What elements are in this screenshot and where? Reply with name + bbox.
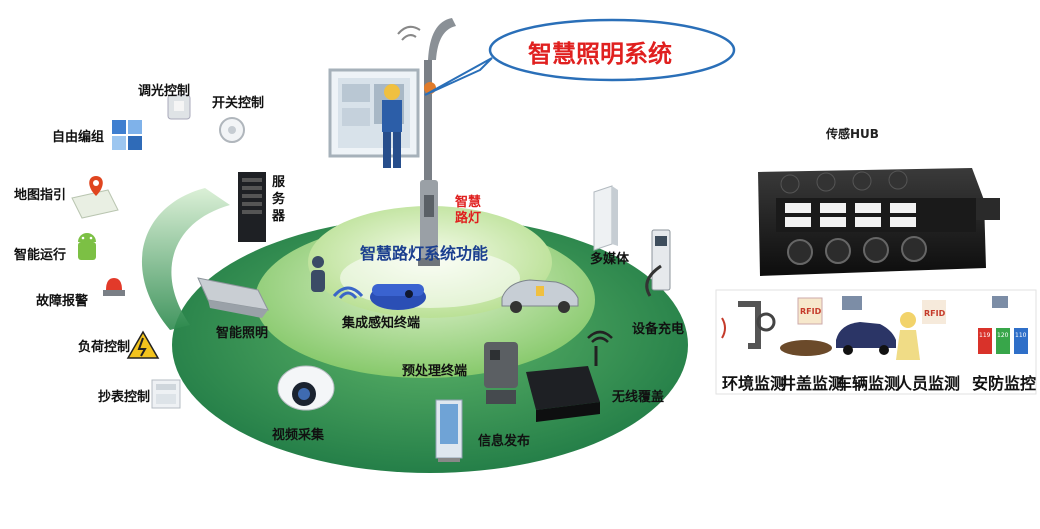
meter-reading-control-label: 抄表控制 <box>98 390 151 405</box>
server-label: 服务器 <box>272 175 286 224</box>
bubble-title: 智慧照明系统 <box>528 40 672 68</box>
switch-sensor-icon <box>219 117 245 143</box>
preprocessing-terminal-icon <box>484 342 518 404</box>
worker-icon <box>382 84 402 168</box>
charging-pile-icon <box>645 229 671 297</box>
manhole-cover-icon <box>780 297 832 356</box>
fault-alarm-label: 故障报警 <box>36 294 89 309</box>
callout-tail <box>424 57 493 96</box>
sensor-terminal-icon <box>370 284 426 310</box>
callout-bubble <box>488 18 736 82</box>
wireless-label: 无线覆盖 <box>612 390 665 405</box>
dimming-control-label: 调光控制 <box>138 84 191 99</box>
multimedia-label: 多媒体 <box>590 252 630 267</box>
info-publish-label: 信息发布 <box>478 434 531 449</box>
sensor-terminal-label: 集成感知终端 <box>342 316 421 331</box>
billboard-icon <box>328 68 420 158</box>
person-rfid-icon <box>896 300 946 360</box>
preprocessing-label: 预处理终端 <box>402 364 468 379</box>
vehicle-monitor-label: 车辆监测 <box>836 374 901 393</box>
ambulance-number: 120 <box>997 332 1009 339</box>
manhole-monitor-label: 井盖监测 <box>780 374 845 393</box>
rfid-wave-icon <box>332 286 364 299</box>
free-grouping-label: 自由编组 <box>52 130 105 145</box>
meter-panel-icon <box>151 379 181 409</box>
map-guide-label: 地图指引 <box>14 188 67 203</box>
alarm-light-icon <box>103 278 125 296</box>
android-icon <box>78 233 96 260</box>
device-charging-label: 设备充电 <box>632 322 685 337</box>
hub-title: 传感HUB <box>826 127 879 141</box>
grouping-cubes-icon <box>112 120 142 150</box>
emergency-phones-icon <box>978 296 1028 354</box>
smart-lighting-label: 智能照明 <box>216 326 269 341</box>
street-lamp-icon <box>418 18 456 266</box>
police-number: 110 <box>1015 332 1027 339</box>
switch-control-label: 开关控制 <box>212 96 265 111</box>
rfid-badge-manhole: RFID <box>800 307 822 316</box>
fire-number: 119 <box>979 332 991 339</box>
environment-monitor-label: 环境监测 <box>722 374 787 393</box>
security-monitor-label: 安防监控 <box>972 374 1037 393</box>
lamp-wifi-icon <box>397 25 421 41</box>
pipe-valve-icon <box>721 301 776 349</box>
car-icon <box>836 296 896 355</box>
electric-car-icon <box>501 279 579 313</box>
video-label: 视频采集 <box>272 428 325 443</box>
core-function-label: 智慧路灯系统功能 <box>360 244 489 263</box>
dimming-switch-icon <box>167 94 191 120</box>
load-control-label: 负荷控制 <box>78 340 131 355</box>
multimedia-panel-icon <box>593 185 618 251</box>
lamp-label: 智慧路灯 <box>455 195 482 226</box>
smart-operation-label: 智能运行 <box>14 248 67 263</box>
person-icon <box>311 256 325 292</box>
wireless-gateway-icon <box>526 346 600 422</box>
dome-camera-icon <box>277 365 335 411</box>
server-rack-icon <box>238 172 266 242</box>
info-screen-icon <box>435 399 463 462</box>
warning-triangle-icon <box>126 330 160 359</box>
left-arc <box>141 188 230 330</box>
wireless-signal-icon <box>587 330 613 343</box>
map-pin-icon <box>71 176 119 219</box>
personnel-monitor-label: 人员监测 <box>896 374 961 393</box>
lamp-head-icon <box>197 277 269 318</box>
rfid-badge-person: RFID <box>924 309 946 318</box>
sensor-hub-device <box>758 168 1000 276</box>
